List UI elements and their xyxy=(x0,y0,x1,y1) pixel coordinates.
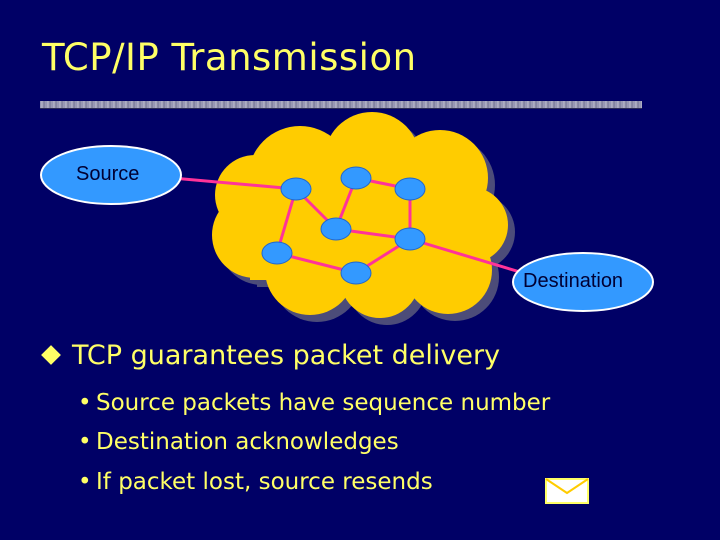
source-node xyxy=(40,145,182,205)
network-cloud xyxy=(212,112,508,318)
sub-bullet-text: Source packets have sequence number xyxy=(96,390,551,416)
bullet-dot-icon: • xyxy=(78,390,92,416)
main-bullet-text: TCP guarantees packet delivery xyxy=(72,340,501,371)
router-node xyxy=(394,177,426,201)
diamond-bullet-icon xyxy=(41,345,61,365)
router-node xyxy=(280,177,312,201)
router-nodes xyxy=(261,166,426,285)
sub-bullet-text: If packet lost, source resends xyxy=(96,469,433,495)
sub-bullet: •Source packets have sequence number xyxy=(78,390,550,416)
router-node xyxy=(261,241,293,265)
sub-bullet: •If packet lost, source resends xyxy=(78,469,433,495)
bullet-dot-icon: • xyxy=(78,429,92,455)
router-node xyxy=(394,227,426,251)
slide-title: TCP/IP Transmission xyxy=(42,36,417,79)
router-node xyxy=(340,166,372,190)
bullet-dot-icon: • xyxy=(78,469,92,495)
router-node xyxy=(320,217,352,241)
destination-node xyxy=(512,252,654,312)
sub-bullet: •Destination acknowledges xyxy=(78,429,399,455)
envelope-icon[interactable] xyxy=(545,478,589,504)
main-bullet: TCP guarantees packet delivery xyxy=(40,340,500,371)
source-label: Source xyxy=(76,163,140,185)
sub-bullet-text: Destination acknowledges xyxy=(96,429,399,455)
router-node xyxy=(340,261,372,285)
destination-label: Destination xyxy=(523,270,624,292)
title-divider xyxy=(40,101,642,108)
